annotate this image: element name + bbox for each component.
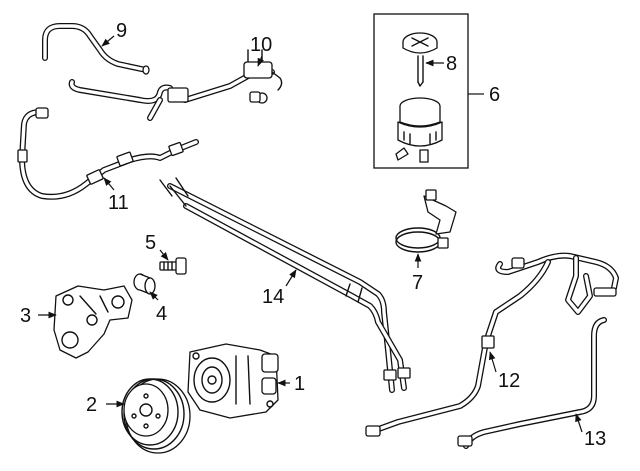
callout-label-7: 7	[412, 272, 423, 294]
callout-label-6: 6	[489, 84, 500, 106]
callout-label-4: 4	[156, 303, 167, 325]
part-2-pulley[interactable]	[121, 378, 191, 454]
callout-12: 12	[488, 351, 520, 392]
part-3-pump-bracket[interactable]	[53, 285, 133, 359]
callout-label-12: 12	[498, 370, 520, 392]
callout-4: 4	[149, 291, 167, 325]
part-13-return-line[interactable]	[457, 317, 607, 449]
callout-7: 7	[412, 253, 423, 294]
callout-14: 14	[262, 269, 297, 308]
callout-label-10: 10	[250, 34, 272, 56]
part-4-bushing[interactable]	[133, 273, 156, 295]
callout-2: 2	[86, 394, 125, 416]
callout-label-11: 11	[108, 192, 129, 214]
callout-13: 13	[575, 413, 606, 450]
callout-9: 9	[101, 20, 127, 47]
callout-3: 3	[20, 305, 57, 327]
callout-label-13: 13	[584, 428, 606, 450]
part-1-power-steering-pump[interactable]	[187, 343, 279, 419]
callout-5: 5	[145, 232, 169, 261]
part-10-pressure-hose[interactable]	[68, 49, 283, 121]
part-9-return-hose[interactable]	[42, 23, 150, 75]
callout-label-5: 5	[145, 232, 156, 254]
callout-10: 10	[250, 34, 272, 67]
callout-8: 8	[425, 53, 457, 75]
part-14-power-steering-cooler[interactable]	[159, 177, 411, 393]
callout-6: 6	[468, 84, 500, 106]
part-12-pressure-line[interactable]	[365, 252, 619, 437]
part-7-reservoir-bracket[interactable]	[395, 189, 457, 253]
part-11-pressure-line[interactable]	[17, 107, 199, 200]
callout-label-1: 1	[294, 373, 305, 395]
callout-label-2: 2	[86, 394, 97, 416]
part-6-reservoir-group[interactable]	[373, 13, 469, 169]
callout-label-14: 14	[262, 286, 284, 308]
callout-label-3: 3	[20, 305, 31, 327]
part-5-bolt[interactable]	[159, 257, 187, 275]
callout-1: 1	[277, 373, 305, 395]
callout-11: 11	[103, 177, 129, 214]
callout-label-8: 8	[446, 53, 457, 75]
callout-label-9: 9	[116, 20, 127, 42]
